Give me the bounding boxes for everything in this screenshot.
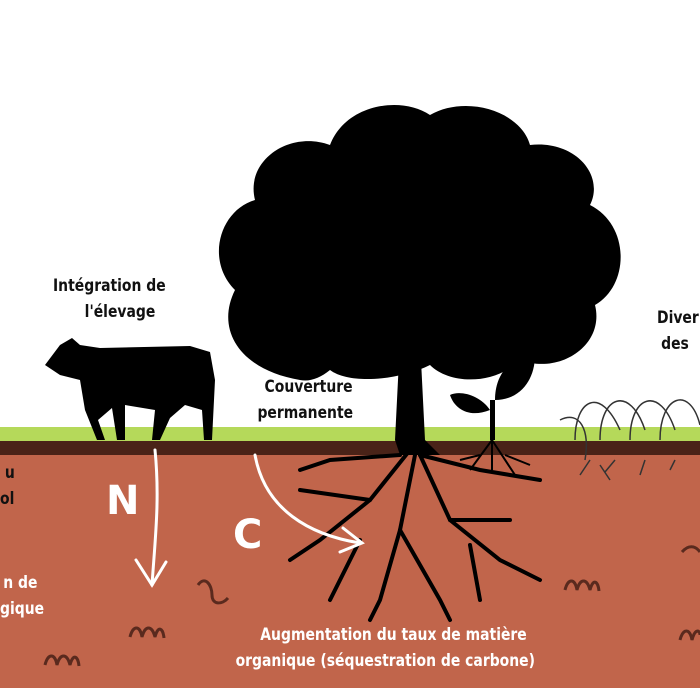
organic-matter-label: Augmentation du taux de matière organiqu… [236, 622, 535, 674]
seedling-icon [450, 355, 535, 476]
label-line: u [4, 463, 15, 483]
nitrogen-label: N [106, 478, 140, 524]
cow-icon [45, 338, 215, 440]
grass-strip [0, 427, 700, 441]
cover-crops-icon [559, 399, 700, 481]
tree-icon [218, 105, 621, 622]
label-line: Couverture [264, 377, 353, 397]
soil-layer [0, 455, 700, 688]
label-line: n de [3, 573, 38, 593]
label-line: des [661, 334, 689, 354]
permanent-cover-label: Couverture permanente [257, 374, 353, 426]
label-line: gique [0, 599, 45, 619]
left-soil-label: u ol [0, 460, 15, 512]
carbon-label: C [233, 512, 263, 558]
carbon-arrow [253, 453, 365, 554]
label-line: ol [0, 489, 15, 509]
label-line: l'élevage [84, 302, 156, 322]
label-line: Diver [657, 308, 699, 328]
label-line: organique (séquestration de carbone) [235, 651, 536, 671]
topsoil-layer [0, 441, 700, 455]
nitrogen-arrow [134, 448, 168, 588]
label-line: Augmentation du taux de matière [260, 625, 527, 645]
label-line: Intégration de [53, 276, 166, 296]
diversity-label: Diver des [657, 305, 699, 357]
left-biology-label: n de gique [0, 570, 44, 622]
label-line: permanente [257, 403, 354, 423]
livestock-integration-label: Intégration de l'élevage [53, 273, 166, 325]
earthworm-icons [43, 545, 700, 667]
